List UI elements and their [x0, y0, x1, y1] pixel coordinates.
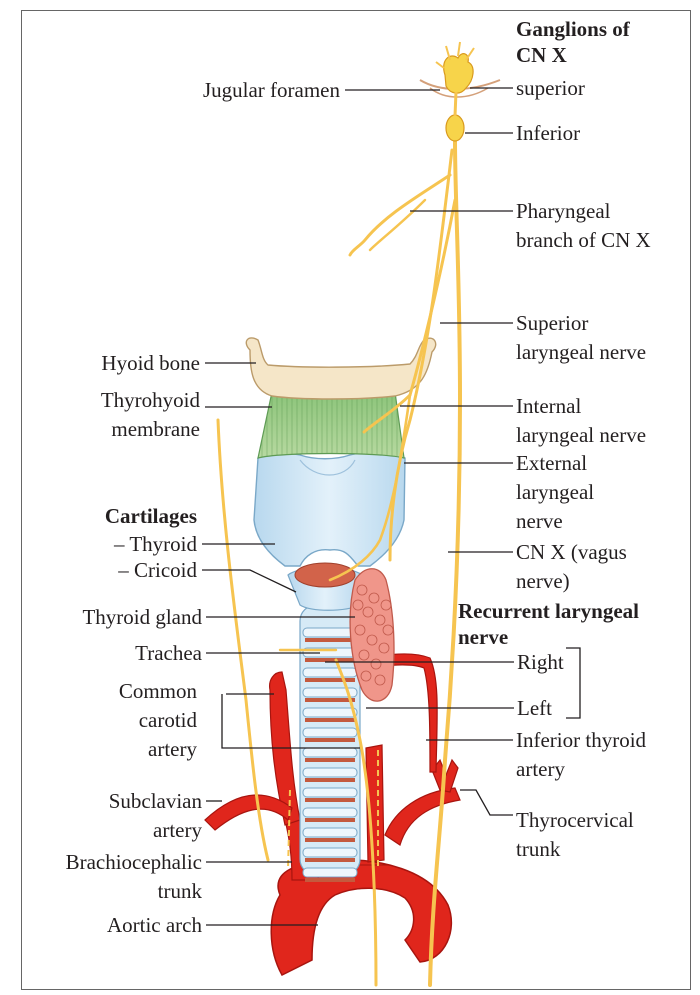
vagus-ganglia — [420, 42, 500, 141]
label-inferior-ganglion: Inferior — [516, 121, 580, 145]
tracheal-ring — [303, 848, 357, 857]
annular-ligament — [305, 758, 355, 762]
label-thyroid-gland: Thyroid gland — [82, 605, 202, 629]
label-inferior-thyroid: Inferior thyroid — [516, 728, 647, 752]
tracheal-ring — [303, 668, 357, 677]
label-trachea: Trachea — [135, 641, 203, 665]
label-common-carotid: Common — [119, 679, 198, 703]
label-recurrent-laryngeal: Recurrent laryngeal — [458, 599, 639, 623]
inferior-ganglion — [446, 115, 464, 141]
label-brachiocephalic: Brachiocephalic — [66, 850, 202, 874]
label-thyroid-cartilage: – Thyroid — [113, 532, 198, 556]
thyroid-cartilage — [254, 452, 405, 566]
annular-ligament — [305, 718, 355, 722]
label-hyoid-bone: Hyoid bone — [101, 351, 200, 375]
label-cartilages: Cartilages — [105, 504, 197, 528]
right-subclavian-artery — [205, 795, 292, 830]
label-ganglia-heading: Ganglions of — [516, 17, 631, 41]
label-ganglia-heading-2: CN X — [516, 43, 567, 67]
label-pharyngeal-branch-2: branch of CN X — [516, 228, 651, 252]
label-external-laryngeal-3: nerve — [516, 509, 563, 533]
tracheal-ring — [303, 708, 357, 717]
label-subclavian: Subclavian — [109, 789, 203, 813]
label-brachiocephalic-2: trunk — [158, 879, 203, 903]
label-superior-ganglion: superior — [516, 76, 585, 100]
annular-ligament — [305, 798, 355, 802]
tracheal-ring — [303, 828, 357, 837]
tracheal-ring — [303, 748, 357, 757]
annular-ligament — [305, 878, 355, 882]
label-right: Right — [517, 650, 564, 674]
tracheal-ring — [303, 868, 357, 877]
label-internal-laryngeal: Internal — [516, 394, 581, 418]
label-superior-laryngeal-2: laryngeal nerve — [516, 340, 646, 364]
label-external-laryngeal: External — [516, 451, 587, 475]
tracheal-ring — [303, 628, 357, 637]
label-subclavian-2: artery — [153, 818, 202, 842]
superior-ganglion — [444, 54, 473, 93]
label-superior-laryngeal: Superior — [516, 311, 588, 335]
annular-ligament — [305, 698, 355, 702]
annular-ligament — [305, 778, 355, 782]
pharyngeal-branch — [350, 175, 450, 255]
label-recurrent-laryngeal-2: nerve — [458, 625, 508, 649]
label-pharyngeal-branch: Pharyngeal — [516, 199, 611, 223]
label-common-carotid-2: carotid — [139, 708, 198, 732]
label-thyrohyoid: Thyrohyoid — [101, 388, 201, 412]
label-common-carotid-3: artery — [148, 737, 197, 761]
annular-ligament — [305, 838, 355, 842]
tracheal-ring — [303, 768, 357, 777]
annular-ligament — [305, 818, 355, 822]
label-thyrocervical-2: trunk — [516, 837, 561, 861]
annular-ligament — [305, 638, 355, 642]
tracheal-ring — [303, 728, 357, 737]
left-subclavian-artery — [385, 788, 460, 845]
label-internal-laryngeal-2: laryngeal nerve — [516, 423, 646, 447]
label-left: Left — [517, 696, 552, 720]
label-cricoid-cartilage: – Cricoid — [117, 558, 197, 582]
hyoid-bone — [246, 338, 435, 399]
tracheal-ring — [303, 808, 357, 817]
label-external-laryngeal-2: laryngeal — [516, 480, 594, 504]
label-vagus-nerve: CN X (vagus — [516, 540, 627, 564]
label-inferior-thyroid-2: artery — [516, 757, 565, 781]
label-thyrohyoid-2: membrane — [111, 417, 200, 441]
annular-ligament — [305, 738, 355, 742]
label-aortic-arch: Aortic arch — [107, 913, 203, 937]
annular-ligament — [305, 858, 355, 862]
annular-ligament — [305, 678, 355, 682]
label-vagus-nerve-2: nerve) — [516, 569, 570, 593]
label-jugular-foramen: Jugular foramen — [203, 78, 341, 102]
label-thyrocervical: Thyrocervical — [516, 808, 634, 832]
tracheal-ring — [303, 788, 357, 797]
vagus-nerve-trunk — [430, 140, 460, 985]
